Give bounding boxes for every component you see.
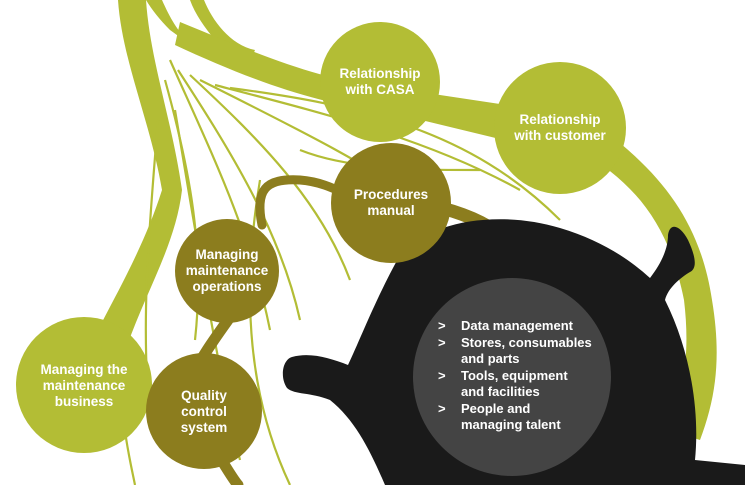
node-circle-customer	[494, 62, 626, 194]
node-label-managing-operations: Managing maintenance operations	[175, 243, 279, 299]
node-circle-procedures	[331, 143, 451, 263]
label-line: maintenance	[42, 378, 126, 393]
chevron-icon: >	[438, 400, 446, 416]
lime-trunk	[84, 0, 182, 362]
label-line: Procedures	[353, 187, 429, 202]
label-line: manual	[367, 203, 415, 218]
label-line: Relationship	[519, 112, 601, 127]
node-label-relationship-customer: Relationship with customer	[494, 106, 626, 150]
label-line: maintenance	[185, 263, 269, 278]
node-label-procedures-manual: Procedures manual	[331, 181, 451, 225]
label-line: control	[181, 404, 227, 419]
list-item-text: Tools, equipment	[461, 367, 568, 383]
list-item-text: Data management	[461, 318, 573, 333]
node-label-quality-control: Quality control system	[150, 384, 258, 440]
label-line: Quality	[181, 388, 227, 403]
label-line: system	[180, 420, 228, 435]
node-circle-operations	[175, 219, 279, 323]
list-item-text: and facilities	[461, 384, 540, 399]
chevron-icon: >	[438, 334, 446, 350]
node-circle-business	[16, 317, 152, 453]
grey-circle	[413, 278, 611, 476]
node-label-relationship-casa: Relationship with CASA	[320, 60, 440, 104]
label-line: Managing	[195, 247, 259, 262]
label-line: with CASA	[345, 82, 415, 97]
list-item: > Data management	[438, 318, 592, 335]
label-line: Managing the	[40, 362, 128, 377]
node-label-managing-business: Managing the maintenance business	[18, 358, 150, 414]
list-item-text: and parts	[461, 351, 520, 366]
chevron-icon: >	[438, 318, 446, 333]
label-line: with customer	[514, 128, 606, 143]
node-circle-quality	[146, 353, 262, 469]
list-item-text: managing talent	[461, 417, 561, 432]
list-item-text: People and	[461, 400, 531, 416]
chevron-icon: >	[438, 367, 446, 383]
label-line: business	[54, 394, 114, 409]
label-line: Relationship	[339, 66, 421, 81]
node-circle-casa	[320, 22, 440, 142]
label-line: operations	[192, 279, 262, 294]
list-item-text: Stores, consumables	[461, 334, 592, 350]
